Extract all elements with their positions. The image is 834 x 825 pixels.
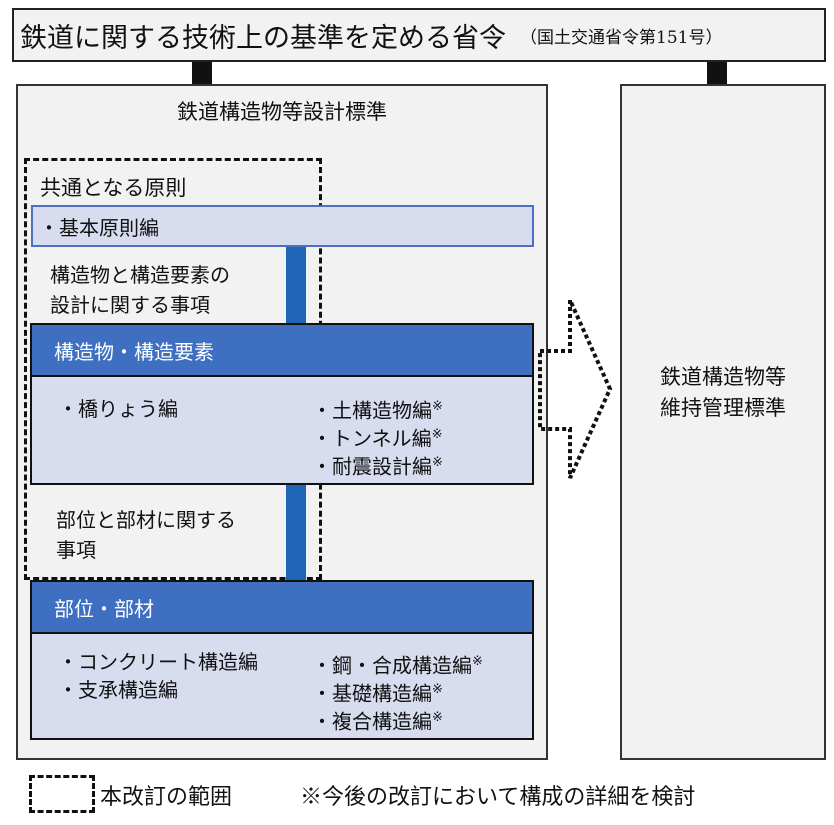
section2-col2-item-3: ・複合構造編※ (312, 709, 443, 734)
regulation-title: 鉄道に関する技術上の基準を定める省令 (20, 22, 506, 54)
design-standard-title: 鉄道構造物等設計標準 (177, 100, 387, 124)
section2-col2-item-2: ・基礎構造編※ (312, 681, 443, 706)
vertical-connector-upper (286, 247, 306, 323)
dotted-arrow-icon (538, 299, 613, 479)
structures-design-label: 構造物と構造要素の 設計に関する事項 (50, 260, 230, 320)
section2-col2-item-1: ・鋼・合成構造編※ (312, 653, 483, 678)
regulation-title-box: 鉄道に関する技術上の基準を定める省令 （国土交通省令第151号） (12, 8, 826, 62)
maintenance-title-line-2: 維持管理標準 (660, 396, 786, 420)
section2-col1-item-2: ・支承構造編 (58, 678, 178, 702)
section1-col1-item: ・橋りょう編 (58, 397, 178, 421)
vertical-connector-lower (286, 484, 306, 580)
structures-label-line-2: 設計に関する事項 (50, 293, 210, 317)
structures-label-line-1: 構造物と構造要素の (50, 263, 230, 287)
section1-col2-item-3: ・耐震設計編※ (312, 454, 443, 479)
left-connector (192, 62, 212, 84)
structures-section: 構造物・構造要素 ・橋りょう編 ・土構造物編※ ・トンネル編※ ・耐震設計編※ (30, 323, 534, 485)
regulation-subtitle: （国土交通省令第151号） (520, 27, 723, 48)
common-principle-label: 共通となる原則 (40, 176, 187, 200)
structures-section-header: 構造物・構造要素 (32, 325, 532, 377)
section1-col2-item-1: ・土構造物編※ (312, 398, 443, 423)
section1-col2-item-2: ・トンネル編※ (312, 426, 443, 451)
basic-principle-item: ・基本原則編 (31, 205, 534, 247)
maintenance-standard-title: 鉄道構造物等 維持管理標準 (620, 362, 826, 424)
legend-scope-text: 本改訂の範囲 (100, 785, 233, 810)
members-label-line-2: 事項 (56, 538, 96, 562)
basic-principle-text: ・基本原則編 (39, 215, 159, 240)
legend-dashed-box (29, 775, 95, 813)
maintenance-standard-panel (620, 84, 826, 760)
maintenance-title-line-1: 鉄道構造物等 (660, 365, 786, 389)
right-connector (707, 62, 727, 84)
members-label: 部位と部材に関する 事項 (56, 505, 236, 565)
members-section: 部位・部材 ・コンクリート構造編 ・支承構造編 ・鋼・合成構造編※ ・基礎構造編… (30, 580, 534, 740)
members-label-line-1: 部位と部材に関する (56, 508, 236, 532)
legend-note-text: ※今後の改訂において構成の詳細を検討 (300, 785, 696, 810)
section2-col1-item-1: ・コンクリート構造編 (58, 650, 258, 674)
members-section-header: 部位・部材 (32, 582, 532, 634)
